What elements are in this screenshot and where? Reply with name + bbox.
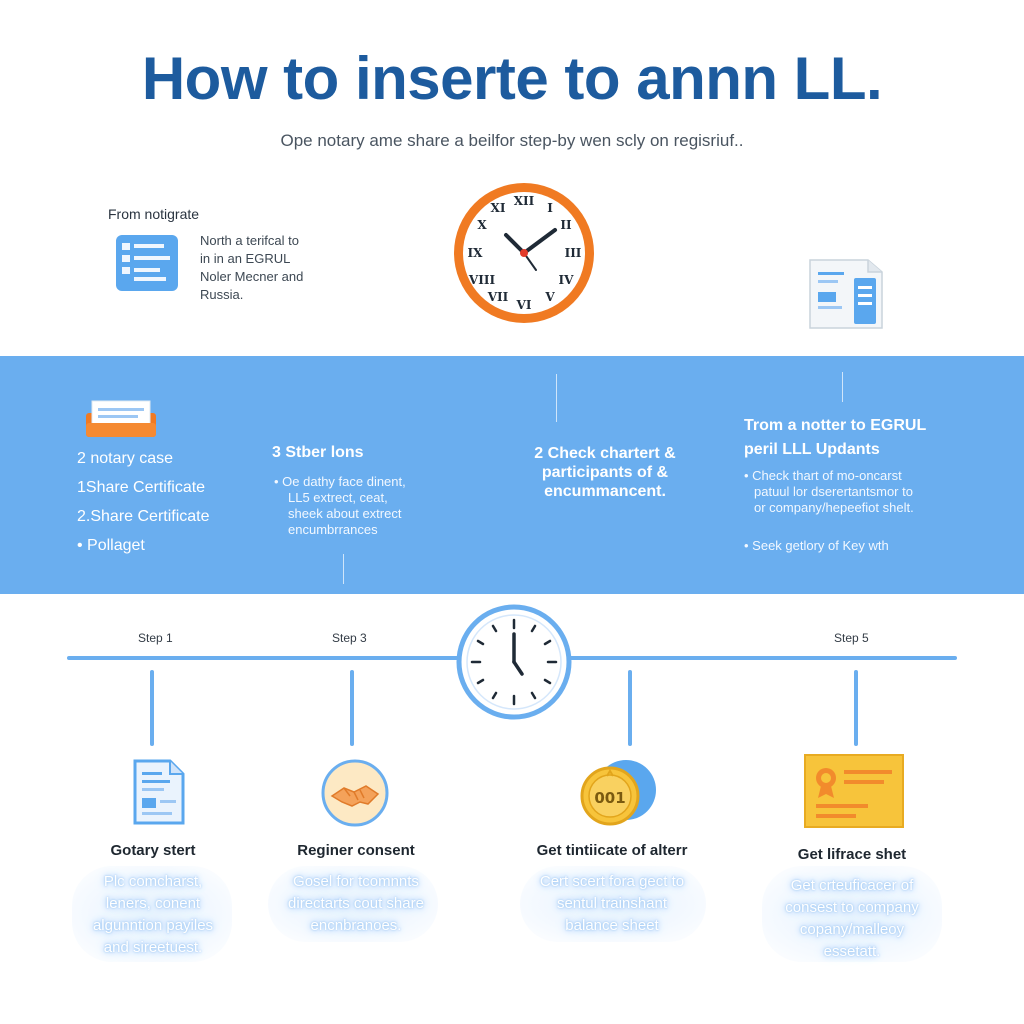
band-line: • Seek getlory of Key wth bbox=[744, 538, 889, 553]
card-desc: directarts cout share bbox=[288, 895, 424, 912]
coin-icon: 001 bbox=[580, 756, 658, 828]
note-text: North a terifcal to in in an EGRUL Noler… bbox=[200, 232, 340, 304]
band-column-2: 3 Stber lons • Oe dathy face dinent, LL5… bbox=[272, 444, 472, 538]
card-desc: Get crteuficacer of bbox=[790, 877, 914, 894]
timeline-connector bbox=[350, 670, 354, 746]
card-glow bbox=[72, 866, 232, 962]
band-line: 2 Check chartert & bbox=[534, 445, 676, 462]
svg-text:XI: XI bbox=[491, 201, 506, 215]
band-heading: peril LLL Updants bbox=[744, 441, 880, 458]
document-icon bbox=[132, 758, 186, 826]
card-glow bbox=[520, 866, 706, 942]
card-desc: Cert scert fora gect to bbox=[539, 873, 685, 890]
svg-text:XII: XII bbox=[514, 194, 535, 208]
document-icon bbox=[806, 256, 888, 332]
card-title: Gotary stert bbox=[110, 842, 196, 859]
divider bbox=[343, 554, 344, 584]
step-card: Reginer consent Gosel for tcomnnts direc… bbox=[258, 842, 454, 937]
page-title: How to inserte to annn LL. bbox=[141, 45, 883, 112]
band-heading: Trom a notter to EGRUL bbox=[744, 417, 927, 434]
band-line: participants of & bbox=[541, 464, 669, 481]
card-glow bbox=[762, 866, 942, 962]
band-line: LL5 extrect, ceat, bbox=[288, 490, 388, 505]
certificate-icon bbox=[804, 754, 904, 828]
note-line: in in an EGRUL bbox=[200, 251, 291, 266]
card-desc: leners, conent bbox=[105, 895, 201, 912]
card-desc: Plc comcharst, bbox=[103, 873, 203, 890]
note-line: North a terifcal to bbox=[200, 233, 299, 248]
band-column-1: 2 notary case 1Share Certificate 2.Share… bbox=[77, 444, 267, 560]
note-label: From notigrate bbox=[108, 206, 200, 222]
timeline-connector bbox=[628, 670, 632, 746]
band-item: 2 notary case bbox=[77, 450, 174, 467]
card-desc: essetatt. bbox=[823, 943, 881, 960]
band-item: • Pollaget bbox=[77, 537, 145, 554]
svg-text:VII: VII bbox=[487, 290, 509, 304]
card-glow bbox=[268, 866, 438, 942]
band-line: patuul lor dserertantsmor to bbox=[754, 484, 913, 499]
steps-band bbox=[0, 356, 1024, 594]
card-desc: copany/malleoy bbox=[799, 921, 905, 938]
band-item: 2.Share Certificate bbox=[77, 508, 210, 525]
band-heading: 3 Stber lons bbox=[272, 444, 364, 461]
step-label: Step 5 bbox=[834, 631, 869, 645]
band-line: or company/hepeefiot shelt. bbox=[754, 500, 914, 515]
handshake-icon bbox=[320, 758, 390, 828]
svg-text:II: II bbox=[560, 218, 572, 232]
card-desc: consest to company bbox=[785, 899, 919, 916]
page-subtitle: Ope notary ame share a beilfor step-by w… bbox=[280, 131, 744, 150]
step-label: Step 1 bbox=[138, 631, 173, 645]
folder-icon bbox=[84, 399, 158, 439]
card-desc: encnbranoes. bbox=[310, 917, 402, 934]
svg-text:X: X bbox=[477, 218, 487, 232]
svg-text:VI: VI bbox=[516, 298, 532, 312]
card-title: Get tintiicate of alterr bbox=[536, 842, 688, 859]
step-card: Get lifrace shet Get crteuficacer of con… bbox=[754, 846, 950, 963]
svg-text:IV: IV bbox=[559, 273, 575, 287]
step-card: Gotary stert Plc comcharst, leners, cone… bbox=[60, 842, 246, 959]
svg-text:III: III bbox=[565, 246, 582, 260]
divider bbox=[842, 372, 843, 402]
note-line: Noler Mecner and bbox=[200, 269, 304, 284]
timeline-connector bbox=[854, 670, 858, 746]
clock-icon: XII I II III IV V VI VII VIII IX X XI bbox=[449, 178, 599, 328]
divider bbox=[556, 374, 557, 422]
step-label: Step 3 bbox=[332, 631, 367, 645]
step-card: Get tintiicate of alterr Cert scert fora… bbox=[506, 842, 718, 937]
band-line: encumbrrances bbox=[288, 522, 378, 537]
band-column-4: Trom a notter to EGRUL peril LLL Updants… bbox=[744, 414, 984, 554]
band-line: • Check thart of mo-oncarst bbox=[744, 468, 902, 483]
card-desc: sentul trainshant bbox=[556, 895, 668, 912]
card-desc: Gosel for tcomnnts bbox=[293, 873, 419, 890]
timeline-connector bbox=[150, 670, 154, 746]
card-desc: balance sheet bbox=[565, 917, 659, 934]
svg-text:V: V bbox=[544, 290, 555, 304]
coin-label: 001 bbox=[594, 789, 625, 807]
svg-text:I: I bbox=[547, 201, 553, 215]
band-line: sheek about extrect bbox=[288, 506, 402, 521]
svg-text:IX: IX bbox=[468, 246, 484, 260]
card-desc: and sireetuest. bbox=[103, 939, 203, 956]
band-line: encummancent. bbox=[544, 483, 666, 500]
document-list-icon bbox=[116, 235, 178, 291]
band-line: • Oe dathy face dinent, bbox=[274, 474, 406, 489]
clock-icon bbox=[456, 604, 572, 720]
note-line: Russia. bbox=[200, 287, 244, 302]
band-item: 1Share Certificate bbox=[77, 479, 206, 496]
card-title: Get lifrace shet bbox=[797, 846, 907, 863]
svg-text:VIII: VIII bbox=[468, 273, 496, 287]
card-title: Reginer consent bbox=[297, 842, 415, 859]
band-column-3: 2 Check chartert & participants of & enc… bbox=[510, 444, 700, 501]
card-desc: algunntion payiles bbox=[92, 917, 214, 934]
